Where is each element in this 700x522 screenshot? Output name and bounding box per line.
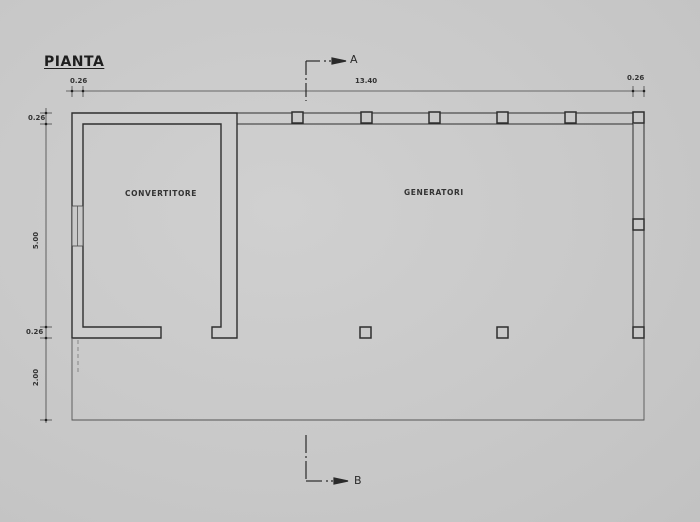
dim-top-span: 13.40 [355,77,378,85]
top-dimension-line [66,86,645,97]
columns-interior-row [359,326,509,339]
converter-outer-wall [71,112,238,339]
dim-left-bottom: 2.00 [32,368,41,387]
room-label-convertitore: CONVERTITORE [125,189,198,198]
section-label-a: A [350,53,358,66]
slab-outline [71,338,645,421]
dim-top-right-wall: 0.26 [627,74,645,82]
dim-left-height: 5.00 [32,231,41,250]
section-label-b: B [354,474,362,487]
room-label-generatori: GENERATORI [404,188,464,197]
section-marker-b [305,435,349,485]
columns-right-side [632,218,645,339]
drawing-title: PIANTA [44,54,105,70]
columns-top-row [291,111,645,124]
left-dimension-line [40,108,52,423]
dim-left-mid-wall: 0.26 [26,328,44,336]
dim-top-left-wall: 0.26 [70,77,88,85]
section-marker-a [305,57,347,101]
dim-left-top-wall: 0.26 [28,114,46,122]
